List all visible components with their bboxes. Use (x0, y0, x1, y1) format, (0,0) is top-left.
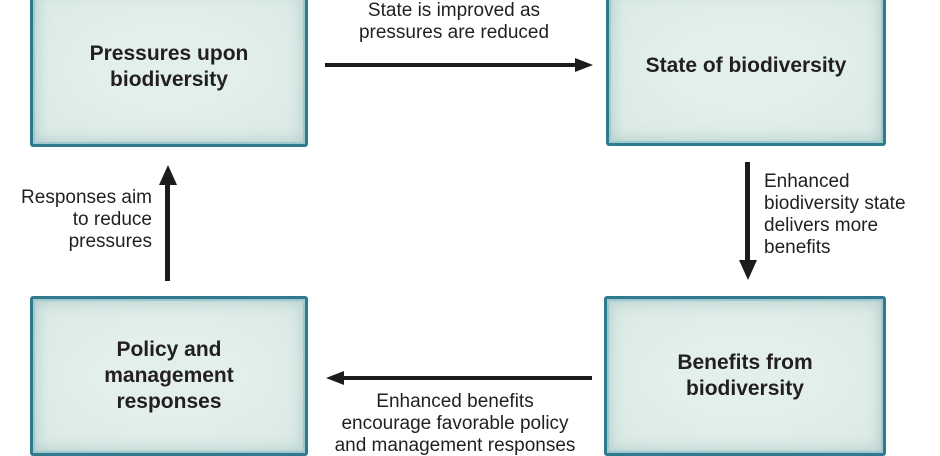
box-responses: Policy and management responses (30, 296, 308, 456)
arrowhead-left-icon (326, 371, 344, 385)
label-state-improved: State is improved as pressures are reduc… (358, 0, 550, 43)
arrow-responses-to-pressures-line (165, 183, 170, 281)
arrow-pressures-to-state-line (325, 63, 577, 67)
label-enhanced-state: Enhanced biodiversity state delivers mor… (764, 171, 906, 258)
box-benefits: Benefits from biodiversity (604, 296, 886, 456)
box-benefits-label: Benefits from biodiversity (677, 351, 813, 400)
label-responses-aim: Responses aim to reduce pressures (21, 187, 152, 252)
arrow-benefits-to-responses-line (344, 376, 592, 380)
arrow-state-to-benefits-line (745, 162, 750, 262)
box-responses-label: Policy and management responses (104, 338, 234, 413)
arrowhead-down-icon (739, 260, 757, 280)
arrowhead-up-icon (159, 165, 177, 185)
box-state: State of biodiversity (606, 0, 886, 146)
label-enhanced-benefits: Enhanced benefits encourage favorable po… (334, 391, 576, 456)
box-pressures: Pressures upon biodiversity (30, 0, 308, 147)
box-state-label: State of biodiversity (645, 54, 847, 77)
box-pressures-label: Pressures upon biodiversity (89, 41, 249, 91)
arrowhead-right-icon (575, 58, 593, 72)
